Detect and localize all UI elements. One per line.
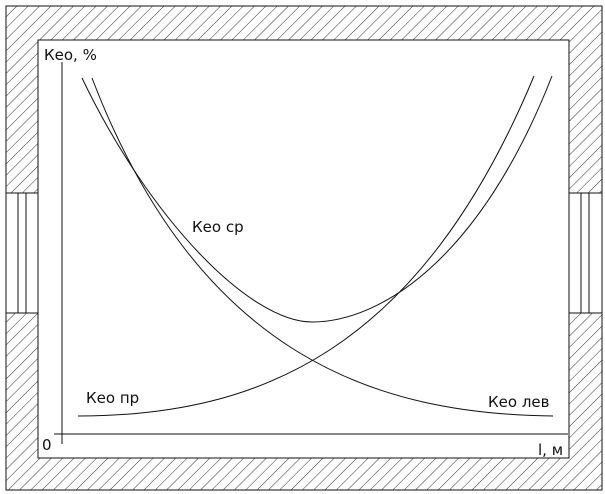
left-window [5, 192, 39, 314]
curve-keo-sr [81, 75, 553, 323]
label-keo-pr: Кео пр [86, 389, 139, 407]
origin-label: 0 [42, 436, 52, 454]
wall-hatching [6, 6, 602, 490]
wall-outer-outline [5, 5, 603, 491]
label-keo-lev: Кео лев [488, 393, 549, 411]
label-keo-sr: Кео ср [192, 218, 244, 236]
y-axis-label: Кео, % [44, 46, 97, 64]
curve-keo-pr [77, 75, 535, 417]
x-axis-label: l, м [538, 441, 563, 459]
curve-keo-lev [91, 77, 554, 417]
right-window [568, 192, 603, 314]
